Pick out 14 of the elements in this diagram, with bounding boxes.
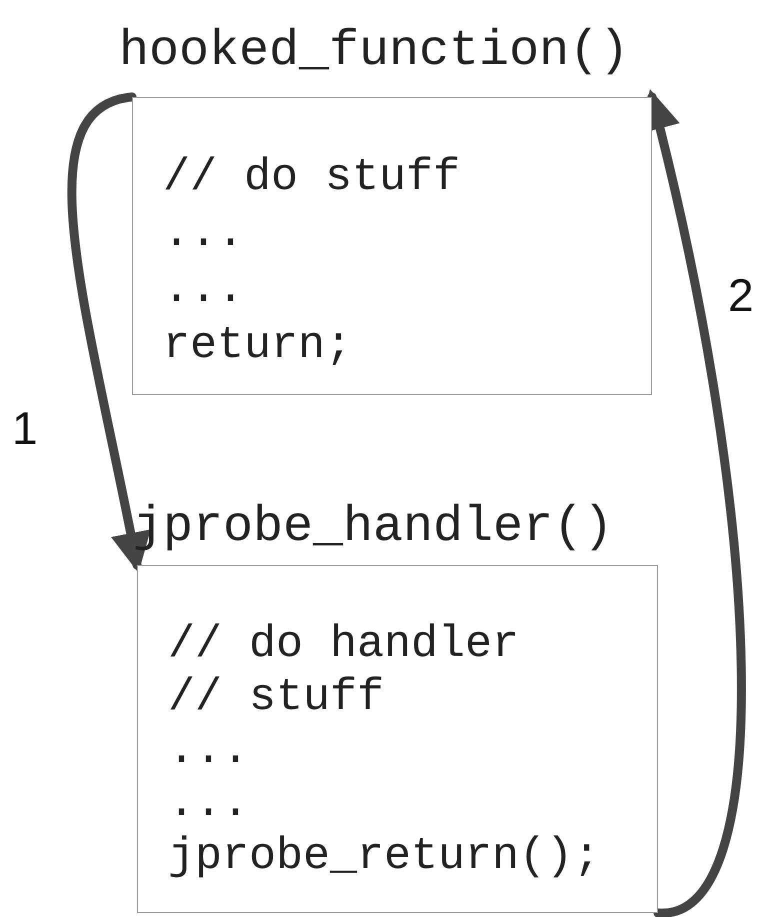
code-line: ...	[163, 263, 246, 317]
curved-arrow	[67, 92, 151, 573]
code-line: ...	[163, 207, 246, 261]
code-line: ...	[168, 724, 250, 777]
code-line: // stuff	[168, 671, 386, 724]
code-line: // do stuff	[163, 151, 462, 205]
code-line: ...	[168, 777, 250, 830]
edge-label: 2	[728, 272, 754, 318]
function-name: jprobe_handler()	[133, 499, 614, 556]
code-line: // do handler	[168, 618, 520, 671]
code-line: jprobe_return();	[168, 830, 602, 883]
code-line: return;	[163, 319, 354, 373]
edge-label: 1	[12, 405, 38, 451]
function-name: hooked_function()	[119, 23, 630, 80]
